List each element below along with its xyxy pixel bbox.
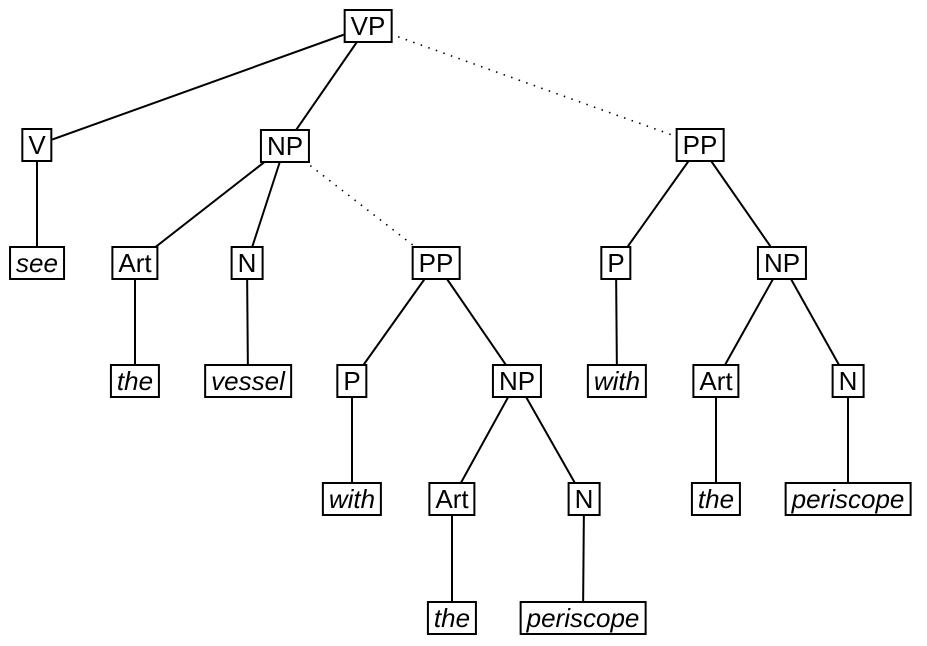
edge-pp_lo-p_lo (351, 262, 437, 382)
tree-node-np-high: NP (756, 246, 808, 280)
tree-node-p-high: P (600, 246, 632, 280)
edge-np_hi-n_hi (781, 262, 849, 382)
edge-vp-v (36, 25, 369, 146)
tree-leaf-periscope-low: periscope (519, 601, 647, 635)
tree-node-np-low: NP (491, 364, 543, 398)
tree-leaf-see: see (9, 246, 65, 280)
edge-vp-pp_hi (367, 25, 701, 146)
tree-node-vp: VP (343, 9, 393, 43)
edge-pp_hi-np_hi (699, 144, 783, 264)
edge-np_lo-art_lo (451, 380, 518, 500)
tree-node-art-low: Art (428, 482, 476, 516)
tree-leaf-vessel: vessel (204, 364, 292, 398)
tree-node-art-high: Art (692, 364, 740, 398)
tree-node-v: V (21, 128, 53, 162)
edge-np_hi-art_hi (715, 262, 783, 382)
tree-leaf-periscope-high: periscope (784, 482, 912, 516)
edge-pp_lo-np_lo (435, 262, 518, 382)
tree-node-np-object: NP (259, 129, 311, 163)
edge-np_lo-n_lo (516, 380, 585, 500)
tree-node-n-low: N (567, 482, 601, 516)
tree-node-n-high: N (831, 364, 865, 398)
tree-node-art-1: Art (111, 246, 159, 280)
edge-np_obj-art1 (134, 145, 286, 264)
tree-node-pp-high-attach: PP (675, 128, 725, 162)
tree-node-n-1: N (230, 246, 264, 280)
edge-pp_hi-p_hi (615, 144, 701, 264)
tree-node-pp-low-attach: PP (411, 246, 461, 280)
tree-leaf-the-low: the (426, 601, 478, 635)
edge-n1-vessel (246, 262, 249, 382)
tree-leaf-the-high: the (690, 482, 742, 516)
tree-node-p-low: P (336, 364, 368, 398)
tree-leaf-the-1: the (109, 364, 161, 398)
tree-leaf-with-high: with (586, 364, 648, 398)
edge-vp-np_obj (284, 25, 369, 147)
edge-p_hi-with_hi (615, 262, 618, 382)
edge-np_obj-n1 (246, 145, 286, 264)
tree-leaf-with-low: with (321, 482, 383, 516)
edge-n_lo-periscope_lo (582, 498, 585, 619)
